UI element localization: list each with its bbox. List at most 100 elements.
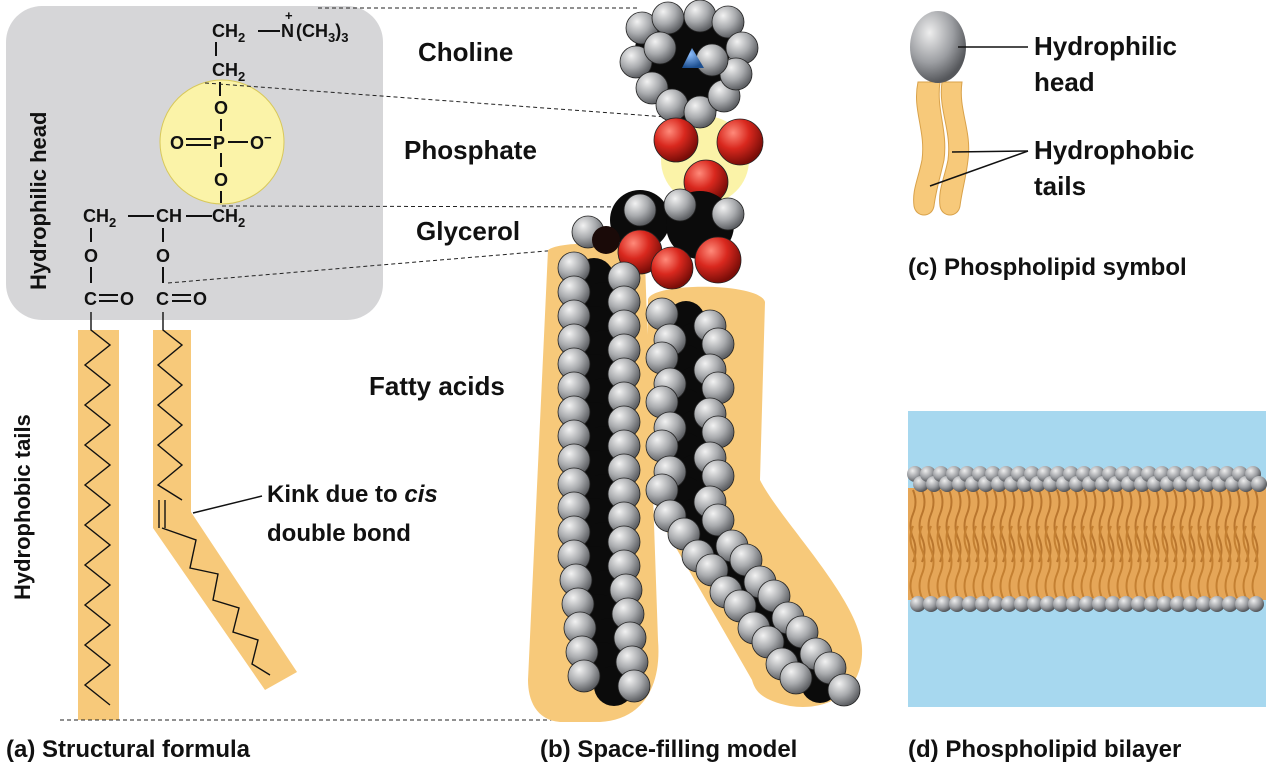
- symbol-head-label-2: head: [1034, 67, 1095, 97]
- lipid-head: [910, 596, 926, 612]
- lipid-head: [1183, 596, 1199, 612]
- lipid-tail-top: [1125, 489, 1133, 563]
- oxygen-atom: [653, 117, 699, 163]
- symbol-tail-right: [939, 81, 970, 216]
- lipid-head: [1170, 596, 1186, 612]
- lipid-tail-top: [1098, 489, 1106, 563]
- carbonyl-o-right: O: [193, 289, 207, 309]
- lipid-tail-top: [1206, 489, 1214, 563]
- lipid-tail-bottom: [1062, 525, 1070, 599]
- lipid-tail-bottom: [1116, 525, 1124, 599]
- kink-label-line2: double bond: [267, 520, 411, 547]
- glycerol-ch: CH: [156, 206, 182, 226]
- lipid-head: [1118, 596, 1134, 612]
- hydrogen-atom: [663, 188, 697, 222]
- kink-label-line1: Kink due to cis: [267, 481, 438, 508]
- lipid-tail-bottom: [1233, 525, 1241, 599]
- lipid-tail-bottom: [1044, 525, 1052, 599]
- phosphate-circle: [159, 79, 285, 205]
- lipid-tail-bottom: [1152, 525, 1160, 599]
- lipid-tail-top: [1188, 489, 1196, 563]
- lipid-tail-bottom: [1179, 525, 1187, 599]
- panel-b-caption: (b) Space-filling model: [540, 736, 797, 763]
- lipid-head: [949, 596, 965, 612]
- choline-ch2-lower: CH2: [212, 60, 245, 84]
- lipid-head: [975, 596, 991, 612]
- lipid-tail-top: [1215, 489, 1223, 563]
- lipid-tail-top: [999, 489, 1007, 563]
- hydrogen-atom: [695, 43, 729, 77]
- hydrogen-atom: [711, 5, 745, 39]
- lipid-tail-bottom: [1098, 525, 1106, 599]
- oxygen-atom: [650, 246, 694, 290]
- choline-label: Choline: [418, 37, 513, 67]
- hydrogen-atom: [617, 669, 651, 703]
- panel-a-caption: (a) Structural formula: [6, 736, 251, 763]
- lipid-head: [1105, 596, 1121, 612]
- hydrogen-atom: [643, 31, 677, 65]
- lipid-head: [1131, 596, 1147, 612]
- lipid-tail-bottom: [972, 525, 980, 599]
- lipid-tail-top: [1224, 489, 1232, 563]
- lipid-head: [1053, 596, 1069, 612]
- nitrogen-charge: +: [285, 8, 293, 23]
- lipid-tail-top: [1143, 489, 1151, 563]
- lipid-tail-bottom: [1161, 525, 1169, 599]
- glycerol-label: Glycerol: [416, 216, 520, 246]
- lipid-tail-bottom: [1143, 525, 1151, 599]
- lipid-head: [962, 596, 978, 612]
- lipid-tail-bottom: [1017, 525, 1025, 599]
- lipid-tail-bottom: [909, 525, 917, 599]
- lipid-tail-bottom: [1071, 525, 1079, 599]
- tail-band-kinked: [153, 330, 297, 690]
- lipid-tail-top: [1026, 489, 1034, 563]
- phosphate-o-double: O: [170, 133, 184, 153]
- lipid-tail-bottom: [981, 525, 989, 599]
- lipid-tail-top: [1071, 489, 1079, 563]
- bilayer-panel: (d) Phospholipid bilayer: [907, 411, 1267, 763]
- connector-lines: [60, 7, 681, 721]
- lipid-tail-bottom: [1080, 525, 1088, 599]
- space-filling-panel: Choline Phosphate Glycerol Fatty acids (…: [369, 0, 863, 763]
- lipid-tail-top: [990, 489, 998, 563]
- kink-leader-line: [192, 495, 263, 514]
- phospholipid-symbol-panel: Hydrophilic head Hydrophobic tails (c) P…: [908, 11, 1194, 281]
- lipid-head: [1144, 596, 1160, 612]
- hydrogen-atom: [701, 503, 735, 537]
- lipid-tail-top: [1251, 489, 1259, 563]
- trimethyl-group: (CH3)3: [296, 21, 348, 45]
- lipid-tail-top: [1017, 489, 1025, 563]
- lipid-tail-bottom: [1215, 525, 1223, 599]
- carbonyl-c-right: C: [156, 289, 169, 309]
- lipid-tail-bottom: [1026, 525, 1034, 599]
- hydrophobic-tails-label: Hydrophobic tails: [10, 414, 35, 600]
- nitrogen-atom: N: [281, 21, 294, 41]
- phosphorus-atom: P: [213, 133, 225, 153]
- lipid-tail-top: [1116, 489, 1124, 563]
- lipid-head: [1001, 596, 1017, 612]
- lipid-tail-top: [1242, 489, 1250, 563]
- panel-d-caption: (d) Phospholipid bilayer: [908, 736, 1181, 763]
- lipid-tail-top: [1044, 489, 1052, 563]
- lipid-tail-bottom: [945, 525, 953, 599]
- lipid-tail-top: [1089, 489, 1097, 563]
- lipid-tail-bottom: [1188, 525, 1196, 599]
- lipid-tail-top: [927, 489, 935, 563]
- lipid-tail-top: [1080, 489, 1088, 563]
- lipid-head: [1066, 596, 1082, 612]
- hydrogen-atom: [655, 88, 689, 122]
- oxygen-atom: [716, 118, 764, 166]
- lipid-tail-bottom: [1107, 525, 1115, 599]
- ester-o-right: O: [156, 246, 170, 266]
- bilayer-tails: [908, 488, 1266, 600]
- lipid-tail-top: [963, 489, 971, 563]
- hydrogen-atom: [651, 1, 685, 35]
- glycerol-ch2-left: CH2: [83, 206, 116, 230]
- lipid-tail-bottom: [1089, 525, 1097, 599]
- straight-chain: [83, 312, 112, 706]
- panel-c-caption: (c) Phospholipid symbol: [908, 254, 1187, 281]
- lipid-tail-top: [954, 489, 962, 563]
- nitrogen-atom: [682, 48, 704, 68]
- lipid-tail-bottom: [1053, 525, 1061, 599]
